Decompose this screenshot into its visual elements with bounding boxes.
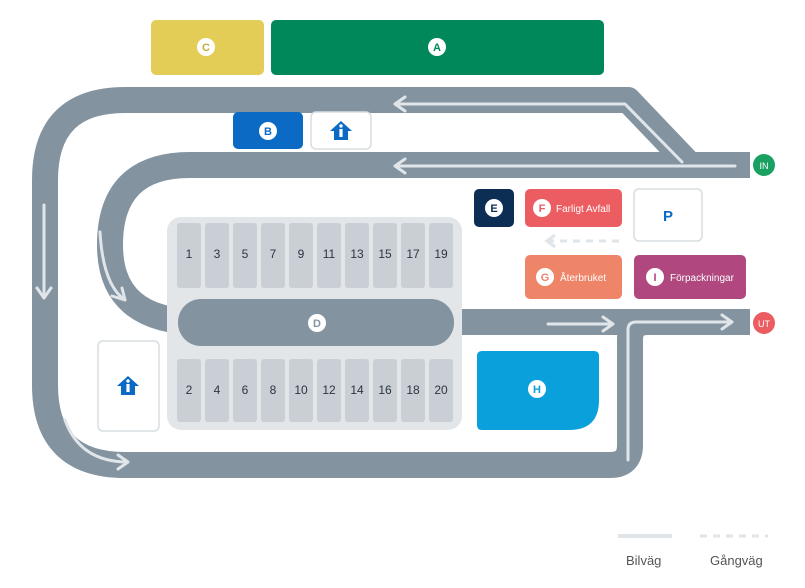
zone-b-badge [259,122,277,140]
container-slot-number: 10 [294,383,308,397]
arrow-mid [393,157,737,175]
outer-road [32,87,750,478]
zone-h-letter: H [533,384,541,396]
container-slot-number: 7 [270,247,277,261]
container-slot-number: 1 [186,247,193,261]
zone-e-badge [485,199,503,217]
container-slot-number: 5 [242,247,249,261]
container-slot[interactable] [289,223,313,288]
parking[interactable] [633,188,703,242]
container-slot[interactable] [177,223,201,288]
container-slot[interactable] [373,359,397,422]
entrance-marker [753,154,775,176]
zone-i-label: Förpackningar [670,273,735,284]
container-slot-number: 12 [322,383,336,397]
zone-b-letter: B [264,126,272,138]
container-slot[interactable] [177,359,201,422]
container-slot[interactable] [317,223,341,288]
parking-letter: P [663,208,673,225]
zone-c-letter: C [202,42,210,54]
zone-f[interactable] [525,189,622,227]
zone-a-badge [428,38,446,56]
container-slot[interactable] [205,223,229,288]
zone-i[interactable] [634,255,746,299]
walkway-arrow [544,233,556,249]
arrow-top [393,95,684,164]
container-slot-number: 8 [270,383,277,397]
container-slot[interactable] [429,359,453,422]
zone-g[interactable] [525,255,622,299]
container-slot[interactable] [401,223,425,288]
zone-g-label: Återbruket [560,271,606,284]
container-slot-number: 11 [323,247,336,261]
container-slot[interactable] [345,359,369,422]
container-slot[interactable] [261,359,285,422]
container-slot[interactable] [401,359,425,422]
container-slot[interactable] [205,359,229,422]
exit-label: UT [758,319,770,329]
container-slot[interactable] [261,223,285,288]
road-markings [35,95,737,471]
container-slot-number: 19 [434,247,448,261]
zone-d-letter: D [313,318,321,330]
zone-d-badge [308,314,326,332]
container-slot[interactable] [429,223,453,288]
zone-a-letter: A [433,42,441,54]
container-slot-number: 17 [406,247,420,261]
inner-road [97,152,750,335]
container-slot-number: 14 [350,383,364,397]
container-slot[interactable] [233,223,257,288]
zone-i-badge [646,268,664,286]
info-house-icon [117,376,139,395]
container-slot[interactable] [289,359,313,422]
legend-walkway-label: Gångväg [710,553,763,568]
entrance-label: IN [760,161,769,171]
arrow-exit-2 [626,313,734,462]
container-slot-number: 9 [298,247,305,261]
container-slot-number: 20 [434,383,448,397]
container-slot-number: 18 [406,383,420,397]
zone-f-letter: F [539,203,546,215]
container-slot-number: 2 [186,383,193,397]
arrow-left [35,203,53,300]
legend-road-label: Bilväg [626,553,662,568]
container-slot-number: 6 [242,383,249,397]
container-slot-number: 16 [378,383,392,397]
arrow-exit-1 [546,315,615,333]
zone-f-label: Farligt Avfall [556,204,610,215]
zone-f-badge [533,199,551,217]
arrow-bottom-left [63,418,130,471]
container-slot-number: 15 [378,247,392,261]
info-house-icon [330,121,352,140]
zone-i-letter: I [653,272,656,284]
zone-h-badge [528,380,546,398]
container-slot[interactable] [317,359,341,422]
zone-c-badge [197,38,215,56]
zone-e-letter: E [490,203,497,215]
arrow-inner-curve [98,230,127,302]
container-slot-number: 13 [350,247,364,261]
exit-marker [753,312,775,334]
container-slot-number: 3 [214,247,221,261]
container-slot[interactable] [373,223,397,288]
container-slot-number: 4 [214,383,221,397]
zone-g-badge [536,268,554,286]
zone-g-letter: G [541,272,550,284]
container-slot[interactable] [233,359,257,422]
container-slot[interactable] [345,223,369,288]
